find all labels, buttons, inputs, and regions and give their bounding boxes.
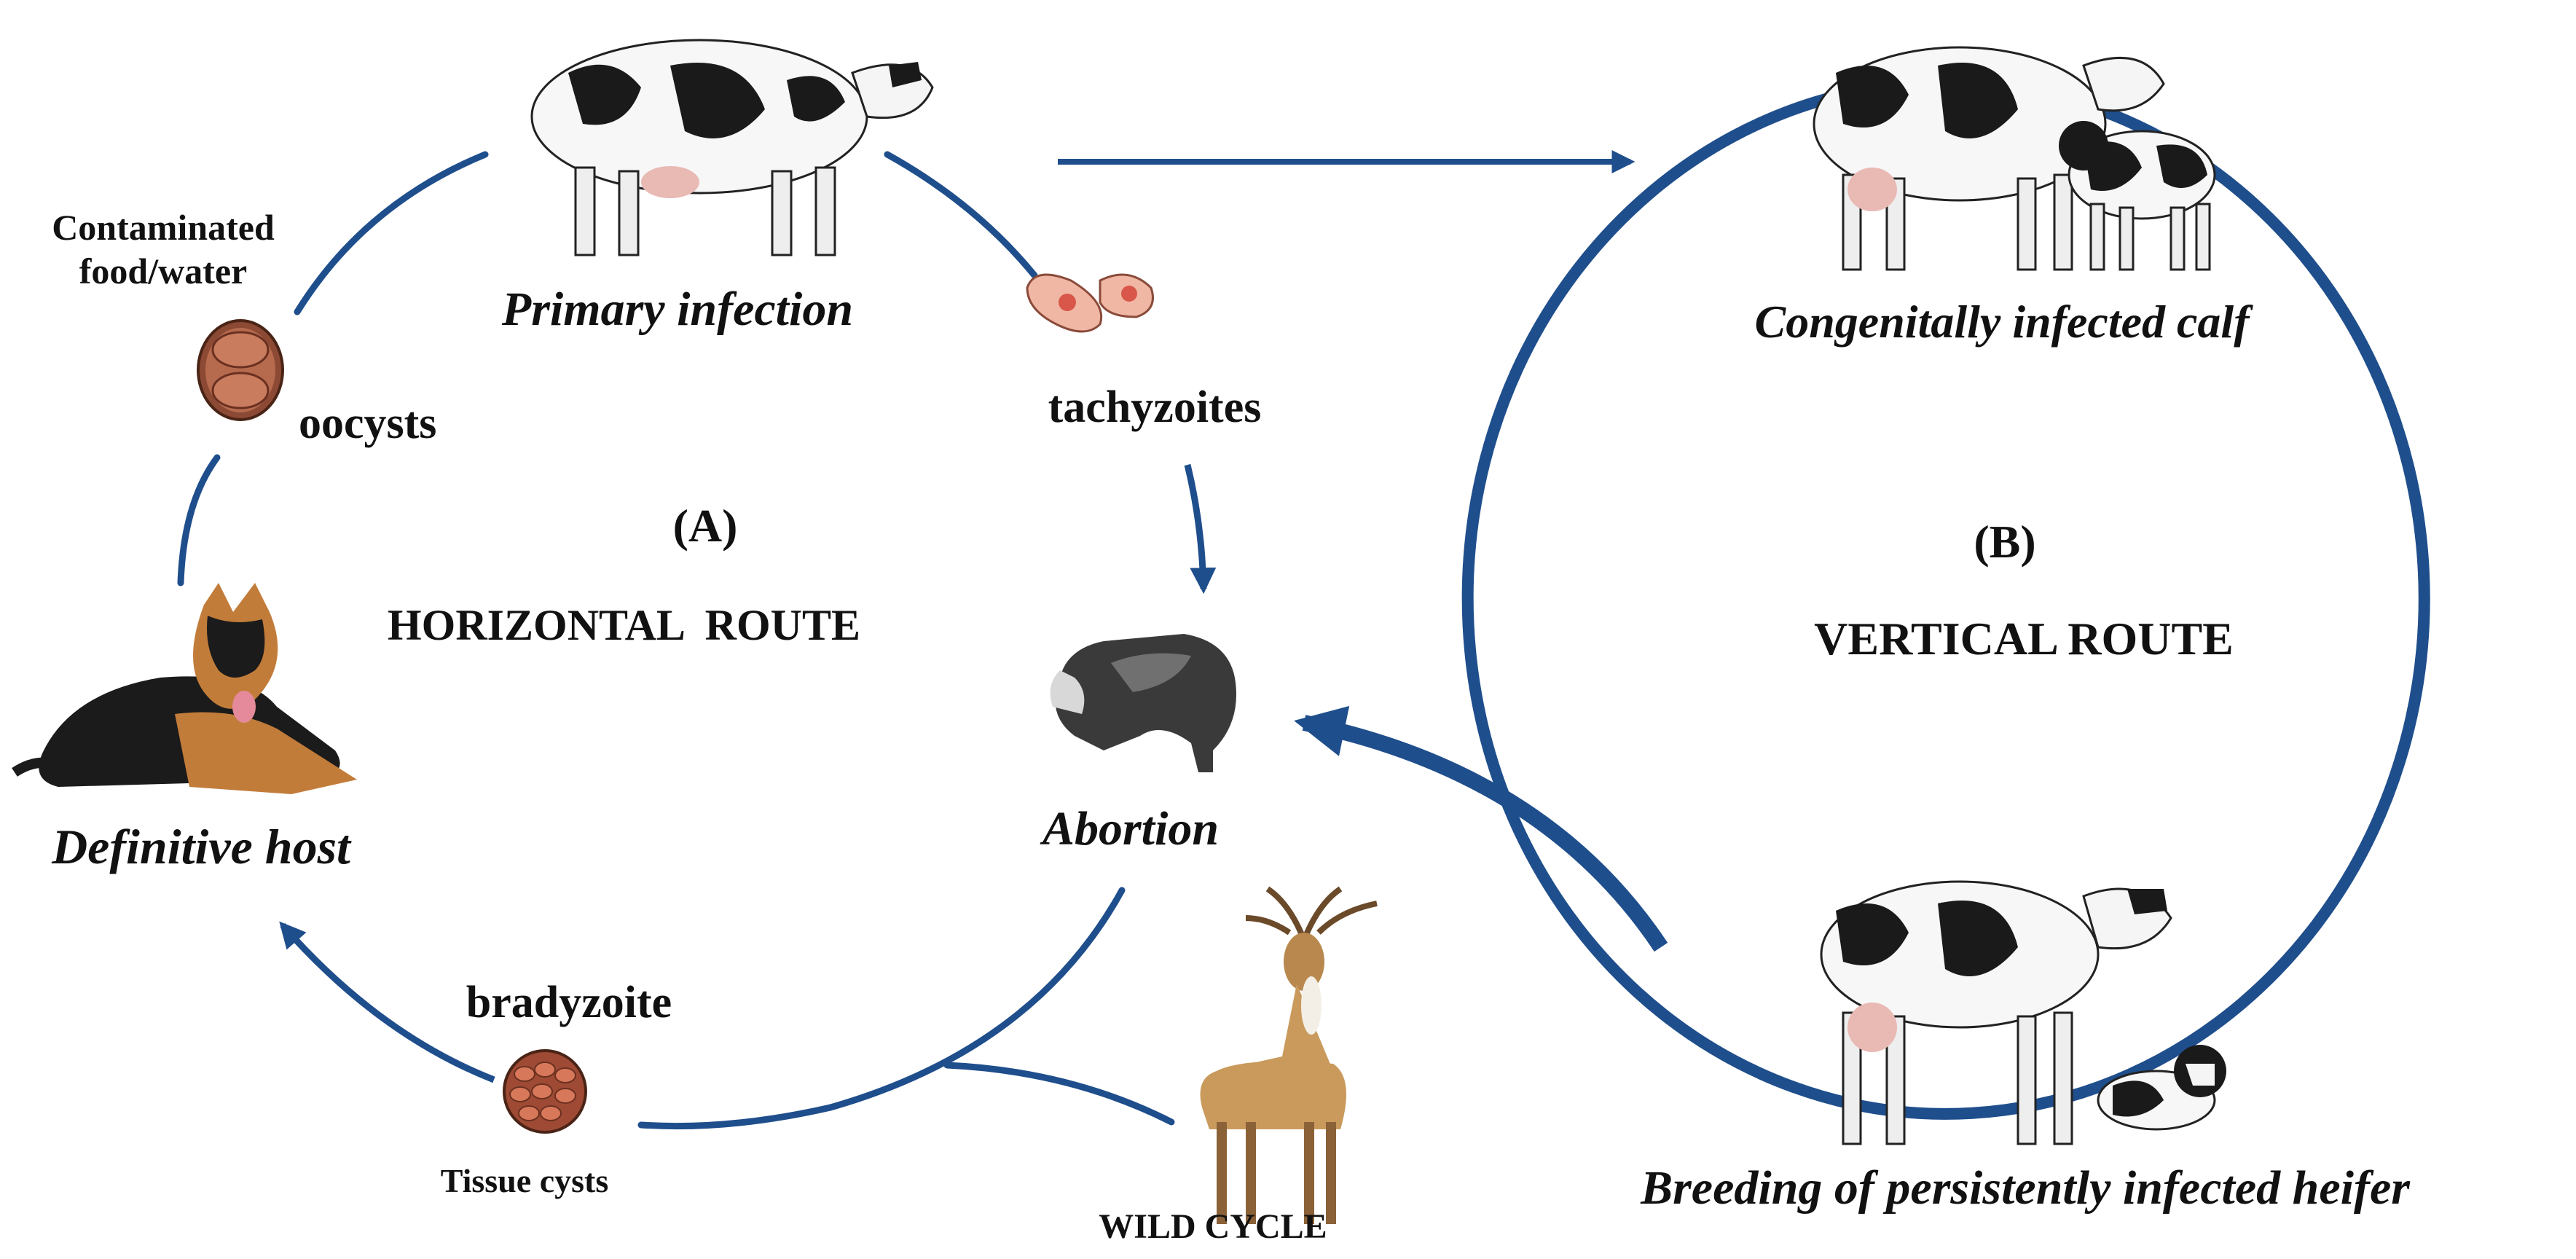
abortion-label: Abortion (1042, 802, 1220, 855)
oocysts-label: oocysts (299, 399, 437, 448)
contaminated-label: Contaminated food/water (52, 207, 275, 291)
arrow-tachyzoites-to-abortion (1184, 463, 1217, 595)
cycle-arc-top-right (884, 151, 1038, 279)
cycle-arc-top-left (294, 151, 489, 315)
cycle-arc-left (177, 454, 221, 587)
tissue-cyst-icon (503, 1049, 587, 1134)
oocyst-icon (197, 319, 284, 421)
vertical-route-title: VERTICAL ROUTE (1814, 613, 2234, 664)
congenital-calf-label: Congenitally infected calf (1754, 296, 2250, 348)
tachyzoite-icon (1026, 273, 1154, 333)
arrow-cysts-to-host (279, 921, 495, 1083)
horizontal-route-cycle (177, 151, 1175, 1130)
tachyzoites-label: tachyzoites (1048, 383, 1262, 432)
tissue-cysts-label: Tissue cysts (440, 1162, 609, 1199)
wild-cycle-link (943, 1062, 1175, 1126)
wild-cycle-label: WILD CYCLE (1099, 1207, 1327, 1246)
breeding-heifer-label: Breeding of persistently infected heifer (1641, 1161, 2410, 1215)
bradyzoite-label: bradyzoite (466, 978, 672, 1027)
calf-icon (2097, 1045, 2226, 1131)
calf-icon (2059, 121, 2216, 271)
cycle-arc-bottom-right (637, 887, 1126, 1130)
aborted-fetus-icon (1050, 634, 1236, 772)
primary-infection-label: Primary infection (501, 283, 854, 336)
arrow-heifer-to-abortion (1294, 705, 1668, 952)
deer-icon (1200, 886, 1378, 1224)
panel-a-label: (A) (672, 500, 738, 552)
definitive-host-label: Definitive host (52, 819, 350, 874)
panel-b-label: (B) (1974, 516, 2036, 568)
cow-icon (1813, 46, 2165, 271)
horizontal-route-title: HORIZONTAL ROUTE (388, 601, 861, 649)
cow-icon (530, 39, 934, 256)
dog-icon (12, 583, 357, 794)
cow-icon (1820, 880, 2172, 1145)
